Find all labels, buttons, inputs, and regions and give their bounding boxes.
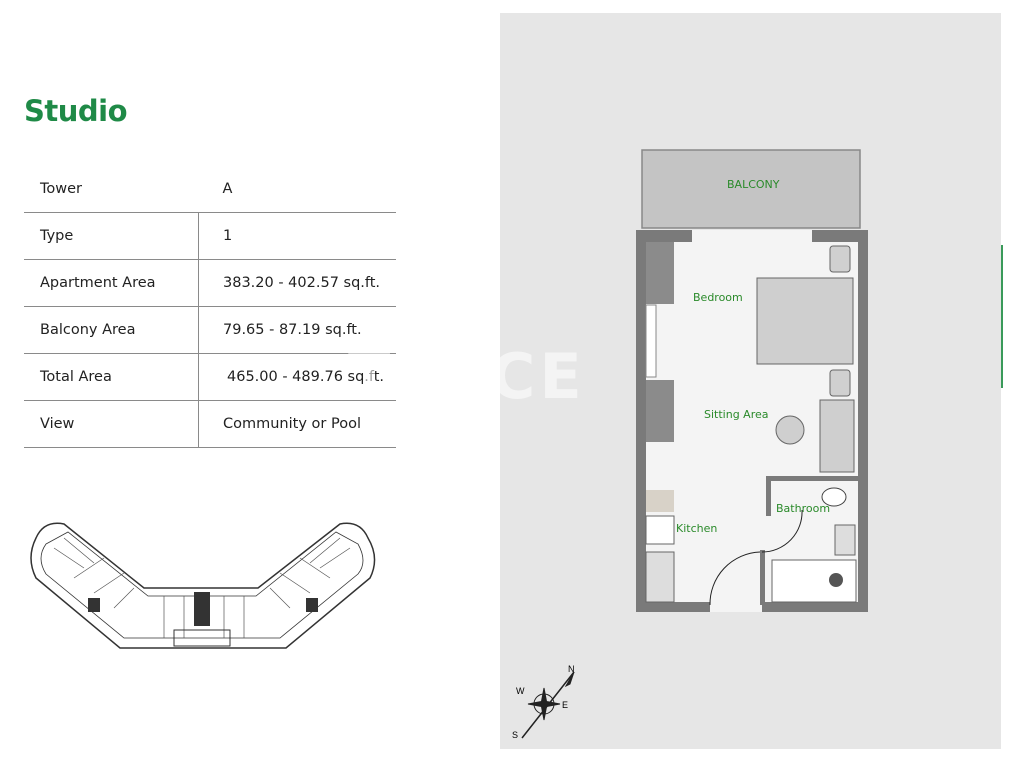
spec-value: 465.00 - 489.76 sq.ft. (198, 353, 396, 401)
spec-label: Apartment Area (24, 259, 199, 307)
compass-e: E (562, 700, 569, 710)
compass-n: N (568, 664, 575, 674)
bathroom-label: Bathroom (776, 502, 831, 515)
bedroom-label: Bedroom (693, 291, 743, 304)
compass-s: S (512, 730, 519, 740)
kitchen-label: Kitchen (676, 522, 718, 535)
spec-label: Total Area (24, 353, 199, 401)
spec-value: 383.20 - 402.57 sq.ft. (198, 259, 396, 307)
watermark: TEKCE (348, 340, 586, 413)
spec-value: Community or Pool (198, 400, 396, 448)
page-title: Studio (24, 94, 128, 128)
floor-plan (636, 149, 868, 612)
compass-icon: N E S W (508, 664, 588, 744)
spec-label: Balcony Area (24, 306, 199, 354)
sitting-area-label: Sitting Area (704, 408, 769, 421)
divider (1001, 245, 1003, 388)
spec-value: 1 (198, 212, 396, 260)
compass-w: W (516, 686, 525, 696)
spec-label: Tower (24, 166, 199, 213)
spec-label: Type (24, 212, 199, 260)
spec-value: 79.65 - 87.19 sq.ft. (198, 306, 396, 354)
balcony-label: BALCONY (727, 178, 780, 191)
key-plan (30, 522, 376, 649)
spec-label: View (24, 400, 199, 448)
spec-value: A (198, 166, 396, 213)
